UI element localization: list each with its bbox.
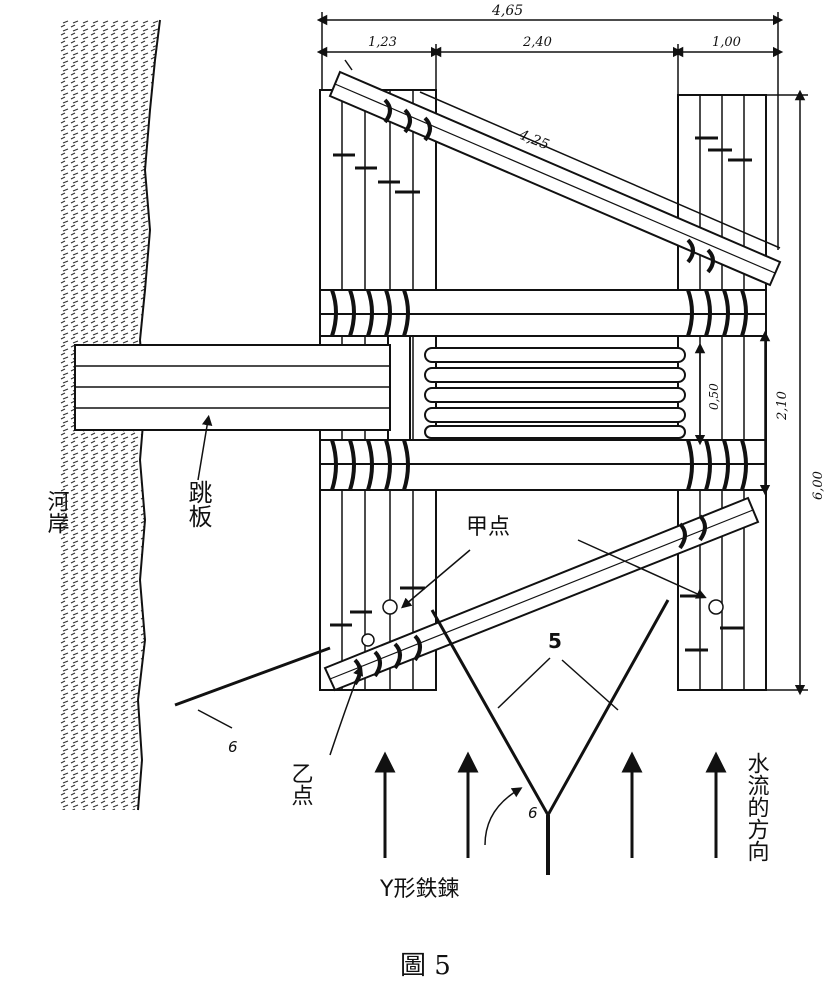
upper-brace-bindings: [383, 98, 715, 274]
dim-right-width: 1,00: [712, 35, 741, 50]
callout-5: 5: [548, 629, 562, 653]
pointer-lines: [197, 414, 707, 846]
callout-6-bottom: 6: [528, 804, 538, 822]
dim-left-width: 1,23: [368, 35, 397, 50]
label-point-a: 甲点: [466, 515, 510, 540]
gangplank: [74, 344, 391, 431]
lower-brace-bindings: [353, 514, 707, 686]
point-markers: [361, 599, 724, 647]
dim-middle-width: 2,40: [522, 35, 552, 50]
label-y-cable: Y形鉄鍊: [379, 877, 459, 902]
callout-6-left: 6: [228, 738, 238, 756]
dim-plank-gap: 0,50: [707, 383, 721, 410]
label-point-b: 乙点: [288, 762, 314, 806]
label-riverbank: 河岸: [44, 490, 70, 534]
dim-overall-width: 4,65: [491, 3, 523, 19]
dim-total-height: 6,00: [811, 471, 826, 500]
right-log-bundle: [677, 94, 767, 691]
dimension-lines: [316, 12, 808, 696]
bank-cable: [174, 646, 331, 707]
y-shaped-chain: [430, 599, 670, 875]
figure-caption: 圖 5: [400, 951, 451, 981]
deck-planks: [387, 335, 686, 441]
dim-frame-height: 2,10: [775, 391, 790, 421]
label-gangplank: 跳板: [184, 480, 212, 528]
label-water-flow: 水流的方向: [744, 752, 770, 862]
log-tie-marks: [330, 136, 752, 652]
water-flow-arrows: [374, 751, 727, 858]
beam-bindings: [330, 289, 748, 491]
